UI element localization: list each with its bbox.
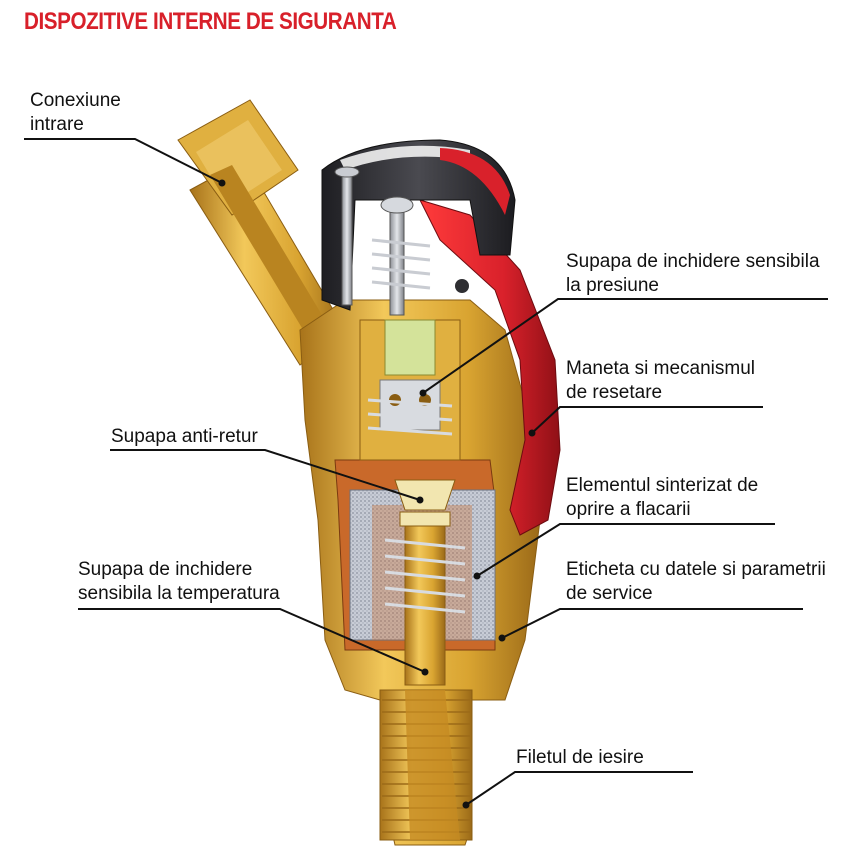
label-outlet-thread-line1: Filetul de iesire [516, 747, 644, 768]
label-service-label-line1: Eticheta cu datele si parametrii [566, 559, 826, 580]
label-pressure-valve-line1: Supapa de inchidere sensibila [566, 251, 820, 272]
inlet-connection [177, 99, 346, 366]
spring-lower [384, 538, 466, 614]
leader-thermal-valve [78, 608, 426, 673]
label-pressure-valve: Supapa de inchidere sensibila la presiun… [566, 250, 820, 298]
leader-service-label [501, 608, 803, 639]
label-flame-arrester-line1: Elementul sinterizat de [566, 475, 759, 496]
label-thermal-valve: Supapa de inchidere sensibila la tempera… [78, 558, 280, 606]
leader-outlet-thread [465, 771, 693, 806]
check-valve [394, 479, 456, 511]
leader-inlet [24, 138, 223, 184]
leader-pressure-valve [422, 298, 828, 394]
label-inlet-line2: intrare [30, 114, 84, 135]
screw-center [389, 204, 405, 316]
label-outlet-thread: Filetul de iesire [516, 746, 644, 770]
label-check-valve-line1: Supapa anti-retur [111, 426, 258, 447]
label-reset-lever-line2: de resetare [566, 382, 663, 403]
label-flame-arrester: Elementul sinterizat de oprire a flacari… [566, 474, 758, 522]
label-reset-lever: Maneta si mecanismul de resetare [566, 357, 755, 405]
label-inlet-line1: Conexiune [30, 90, 121, 111]
leader-lines [24, 138, 828, 806]
top-cap [321, 139, 516, 311]
label-check-valve: Supapa anti-retur [111, 425, 258, 449]
outlet-thread [379, 689, 473, 841]
thermal-valve-stem [404, 519, 446, 686]
leader-reset-lever [531, 406, 763, 434]
page-title: DISPOZITIVE INTERNE DE SIGURANTA [24, 8, 397, 35]
label-flame-arrester-line2: oprire a flacarii [566, 499, 691, 520]
spring-upper [367, 398, 453, 436]
label-service-label: Eticheta cu datele si parametrii de serv… [566, 558, 826, 606]
label-reset-lever-line1: Maneta si mecanismul [566, 358, 756, 379]
label-service-label-line2: de service [566, 583, 653, 604]
label-pressure-valve-line2: la presiune [566, 275, 659, 296]
spring-top [371, 238, 431, 290]
reset-lever [419, 199, 561, 536]
label-inlet: Conexiune intrare [30, 89, 121, 137]
leader-flame-arrester [476, 523, 775, 577]
label-thermal-valve-line1: Supapa de inchidere [78, 559, 253, 580]
screw-left [341, 169, 353, 306]
label-thermal-valve-line2: sensibila la temperatura [78, 583, 280, 604]
leader-check-valve [110, 449, 421, 501]
